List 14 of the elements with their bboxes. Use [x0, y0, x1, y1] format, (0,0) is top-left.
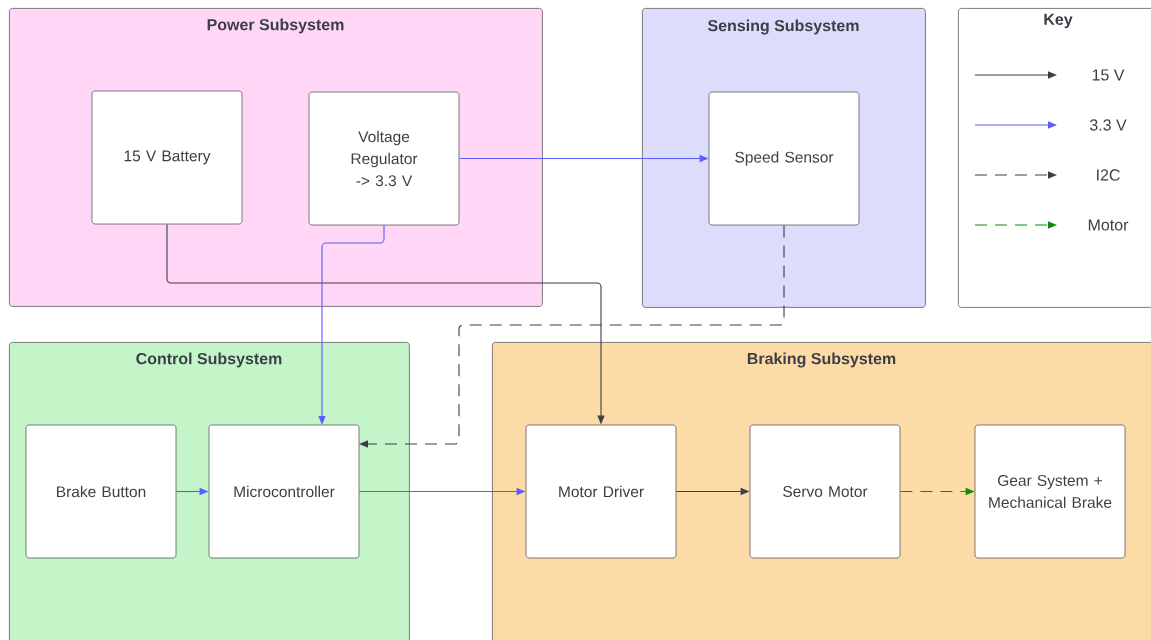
process-box: Brake Button [25, 424, 177, 559]
process-box: Voltage Regulator -> 3.3 V [308, 91, 460, 226]
arrow [359, 224, 785, 448]
process-box: 15 V Battery [91, 90, 243, 225]
process-box: Gear System + Mechanical Brake [974, 424, 1126, 559]
process-box: Microcontroller [208, 424, 360, 559]
process-box: Motor Driver [525, 424, 677, 559]
legend-label: 3.3 V [1089, 119, 1127, 131]
legend-label: I2C [1097, 169, 1120, 181]
legend-label: 15 V [1092, 69, 1125, 81]
arrow [318, 224, 385, 425]
process-box: Servo Motor [749, 424, 901, 559]
legend-label: Motor [1088, 219, 1129, 231]
process-box: Speed Sensor [708, 91, 860, 226]
